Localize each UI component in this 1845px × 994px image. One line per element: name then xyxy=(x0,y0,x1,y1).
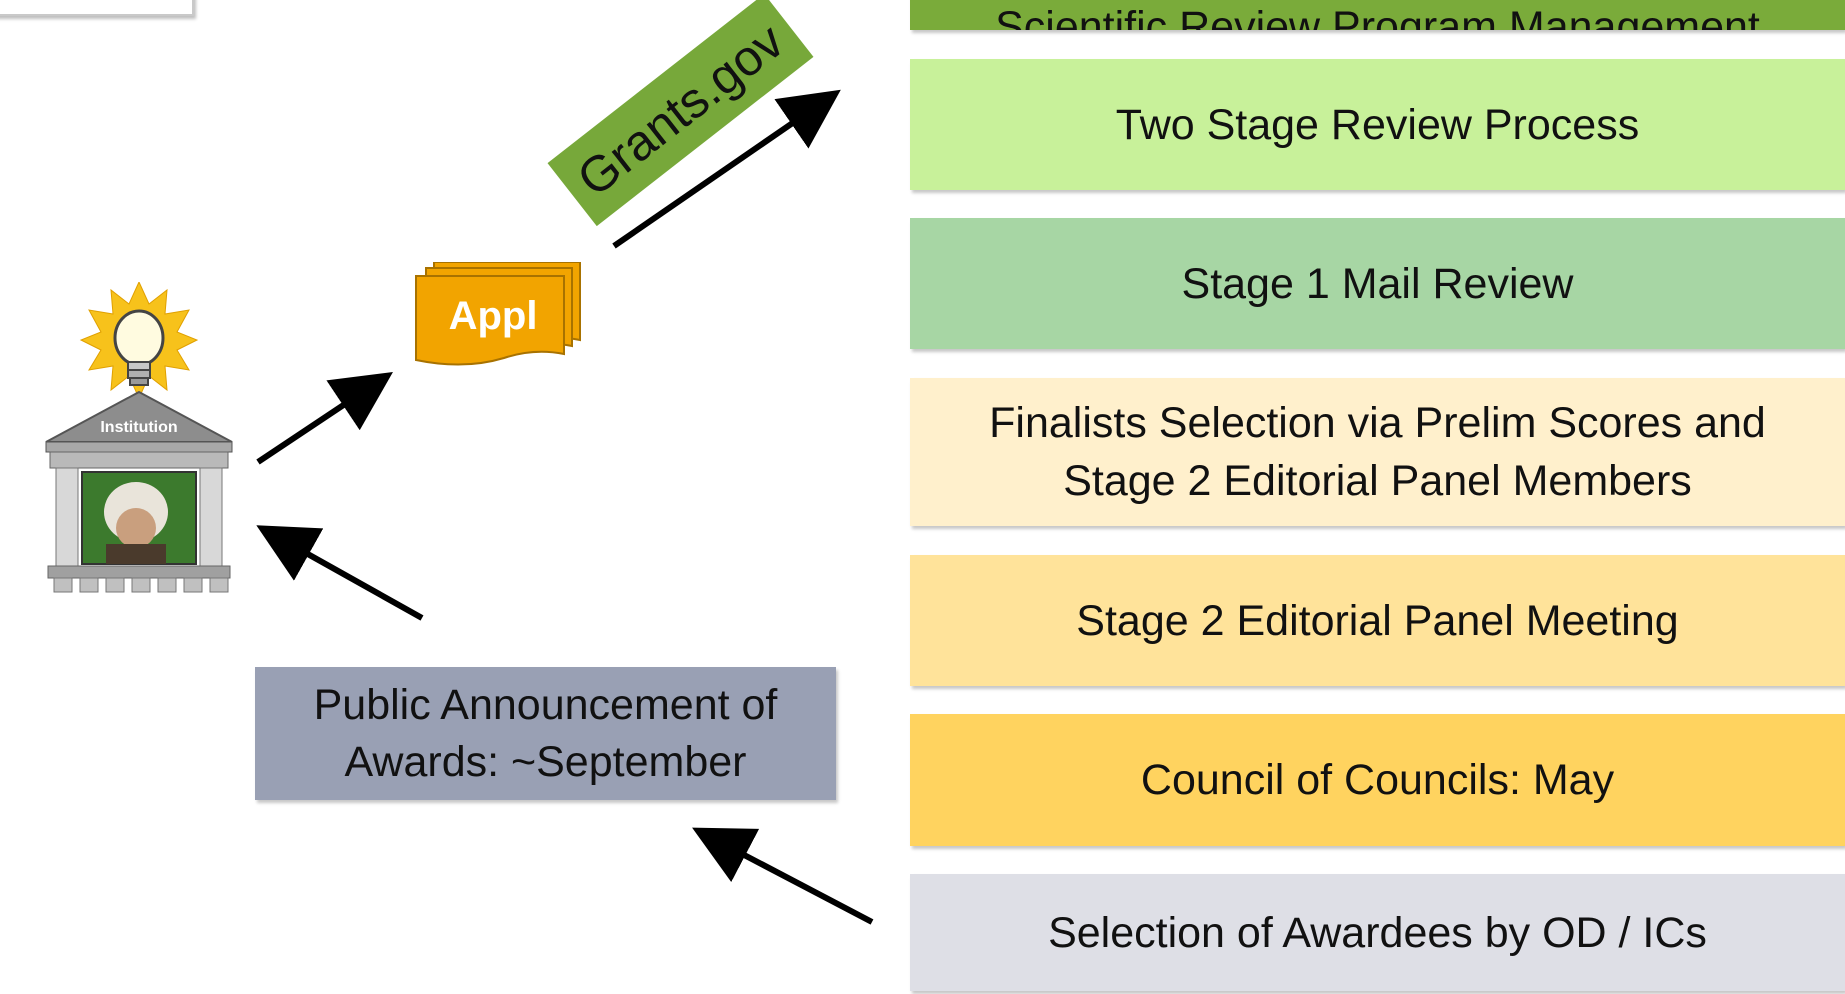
arrow-awardees-to-public xyxy=(692,827,874,925)
lightbulb-icon xyxy=(113,309,165,386)
arrow-appl-to-grants xyxy=(612,89,841,249)
stage-two-stage-review: Two Stage Review Process xyxy=(910,59,1845,190)
stage-label: Stage 2 Editorial Panel Meeting xyxy=(1076,596,1679,645)
arrow-institution-to-appl xyxy=(256,372,393,465)
public-announcement-box: Public Announcement of Awards: ~Septembe… xyxy=(255,667,836,800)
institution-building: Institution xyxy=(44,280,234,622)
document-stack-icon xyxy=(415,261,581,366)
application-label: Appl xyxy=(448,294,538,338)
institution-icon: Institution xyxy=(45,280,233,593)
stage-2-editorial-panel-meeting: Stage 2 Editorial Panel Meeting xyxy=(910,555,1845,686)
stage-finalists-selection: Finalists Selection via Prelim Scores an… xyxy=(910,378,1845,526)
stage-label: Selection of Awardees by OD / ICs xyxy=(1048,908,1707,957)
top-banner: Scientific Review Program Management xyxy=(910,0,1845,30)
public-announcement-label: Public Announcement of Awards: ~Septembe… xyxy=(313,680,778,786)
stage-council-of-councils: Council of Councils: May xyxy=(910,714,1845,846)
arrow-public-to-institution xyxy=(256,525,424,621)
top-left-tab xyxy=(0,0,194,16)
stage-label: Council of Councils: May xyxy=(1140,756,1615,804)
application-stack-icon: Appl xyxy=(410,261,585,372)
stage-selection-of-awardees: Selection of Awardees by OD / ICs xyxy=(910,874,1845,991)
stage-label: Two Stage Review Process xyxy=(1115,100,1640,149)
stage-1-mail-review: Stage 1 Mail Review xyxy=(910,218,1845,349)
stage-label: Finalists Selection via Prelim Scores an… xyxy=(989,399,1766,505)
top-banner-label: Scientific Review Program Management xyxy=(995,3,1760,30)
stage-label: Stage 1 Mail Review xyxy=(1181,259,1574,308)
institution-label: Institution xyxy=(100,419,177,436)
